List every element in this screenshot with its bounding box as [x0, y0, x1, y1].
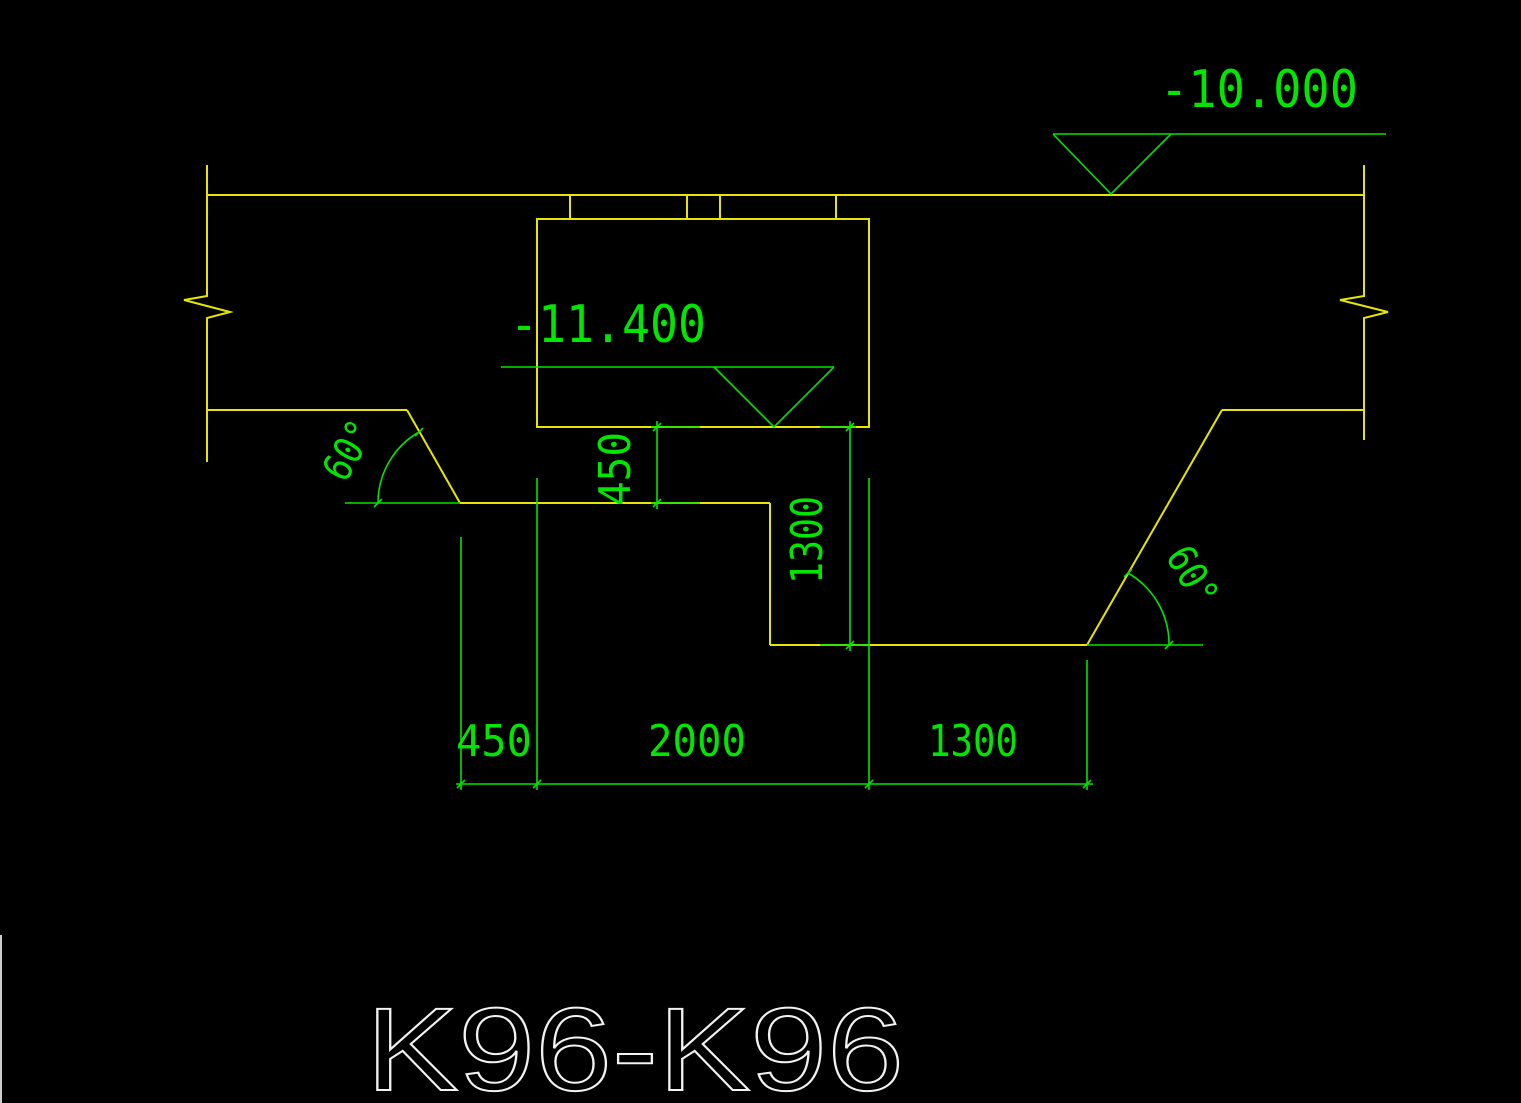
pit-elevation-triangle	[713, 366, 835, 429]
dim-1300-bottom-label: 1300	[928, 716, 1018, 767]
left-break-line	[183, 165, 234, 462]
right-angle-label: 60°	[1156, 538, 1227, 615]
left-angle-tick-2	[414, 427, 424, 437]
elevation-markers	[501, 133, 1386, 429]
dim-450-vertical-label: 450	[590, 432, 641, 506]
dim-1300-vertical-label: 1300	[782, 496, 833, 584]
dimension-lines	[345, 421, 1203, 790]
right-angle-arc	[1127, 572, 1170, 646]
tick-4	[1082, 779, 1092, 789]
dim-2000-label: 2000	[648, 716, 746, 767]
right-angle-tick-2	[1164, 640, 1174, 650]
tick-1	[456, 779, 466, 789]
left-slope	[406, 409, 461, 504]
tick-1300-top	[845, 422, 855, 432]
pit-box	[536, 218, 870, 428]
tick-450-top	[652, 422, 662, 432]
top-elevation-triangle	[1052, 133, 1172, 196]
left-angle-tick-1	[373, 498, 383, 508]
tick-2	[532, 779, 542, 789]
pit-elevation-label: -11.400	[510, 295, 706, 355]
left-angle-arc	[377, 431, 420, 504]
left-angle-label: 60°	[314, 412, 385, 489]
tick-1300-bottom	[845, 640, 855, 650]
tick-450-bottom	[652, 498, 662, 508]
top-elevation-label: -10.000	[1160, 60, 1358, 120]
drawing-title: K96-K96	[366, 984, 904, 1103]
right-angle-tick-1	[1123, 568, 1133, 578]
right-slope	[1086, 409, 1223, 646]
dim-450-bottom-label: 450	[456, 716, 532, 767]
drawing-text: -10.000 -11.400 450 2000 1300 1300 450 6…	[314, 60, 1358, 767]
right-break-line	[1339, 165, 1389, 440]
structure-outline	[183, 165, 1389, 646]
tick-3	[864, 779, 874, 789]
